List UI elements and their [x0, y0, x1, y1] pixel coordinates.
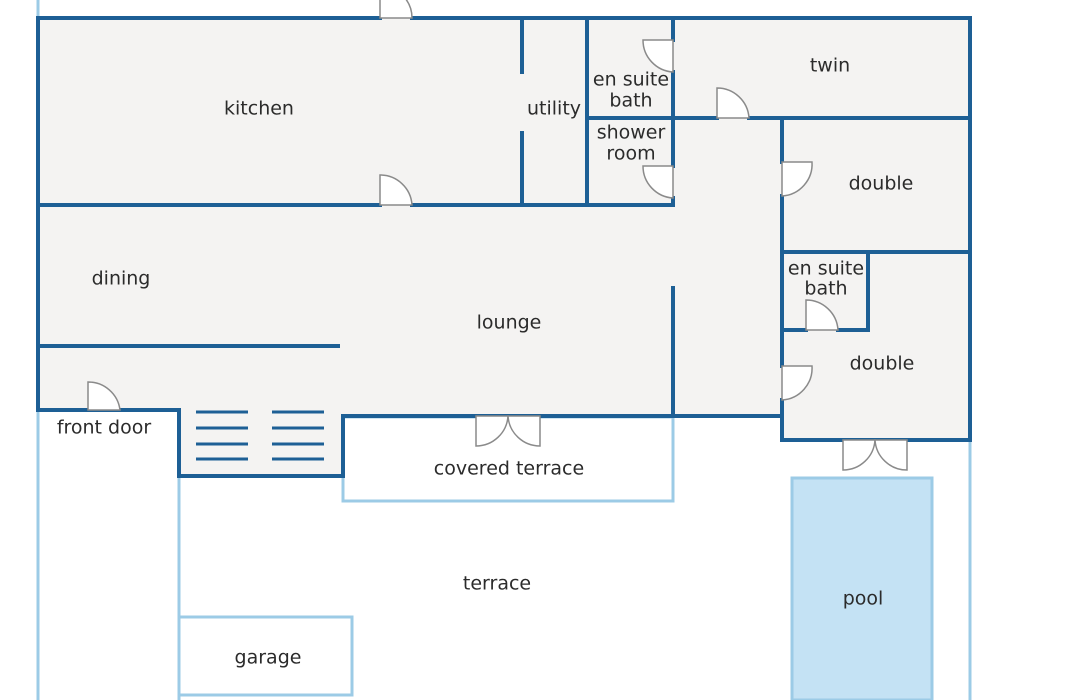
- door-twin: [716, 87, 750, 119]
- door-en-suite-1: [642, 39, 674, 73]
- label-en-suite-bath-2-line1: en suite: [788, 258, 864, 280]
- house-interior: [38, 18, 970, 476]
- door-covered-terrace-left: [475, 415, 509, 447]
- doors: [87, 0, 908, 471]
- label-utility: utility: [527, 98, 581, 120]
- room-labels: kitchen utility en suite bath twin showe…: [57, 55, 915, 669]
- label-lounge: lounge: [477, 312, 542, 334]
- label-garage: garage: [235, 647, 302, 669]
- label-covered-terrace: covered terrace: [434, 458, 584, 480]
- door-double-2: [781, 365, 813, 401]
- door-top: [379, 0, 413, 19]
- label-en-suite-bath-1-line2: bath: [609, 90, 652, 112]
- label-shower-room-line1: shower: [597, 122, 666, 144]
- door-kitchen: [379, 174, 413, 206]
- door-covered-terrace-right: [507, 415, 541, 447]
- door-pool-left: [842, 439, 876, 471]
- label-en-suite-bath-2-line2: bath: [804, 278, 847, 300]
- label-dining: dining: [92, 268, 151, 290]
- label-double-1: double: [849, 173, 914, 195]
- label-twin: twin: [810, 55, 850, 77]
- stairs: [196, 410, 324, 461]
- label-shower-room-line2: room: [606, 143, 655, 165]
- pool-area: [790, 476, 934, 700]
- label-kitchen: kitchen: [224, 98, 294, 120]
- label-front-door: front door: [57, 417, 152, 439]
- label-pool: pool: [843, 588, 884, 610]
- door-pool-right: [874, 439, 908, 471]
- door-shower-room: [642, 165, 674, 199]
- door-en-suite-2: [805, 299, 839, 331]
- label-terrace: terrace: [463, 573, 531, 595]
- walls: [36, 16, 972, 478]
- door-double-1: [781, 161, 813, 197]
- door-front: [87, 381, 121, 411]
- label-double-2: double: [850, 353, 915, 375]
- label-en-suite-bath-1-line1: en suite: [593, 69, 669, 91]
